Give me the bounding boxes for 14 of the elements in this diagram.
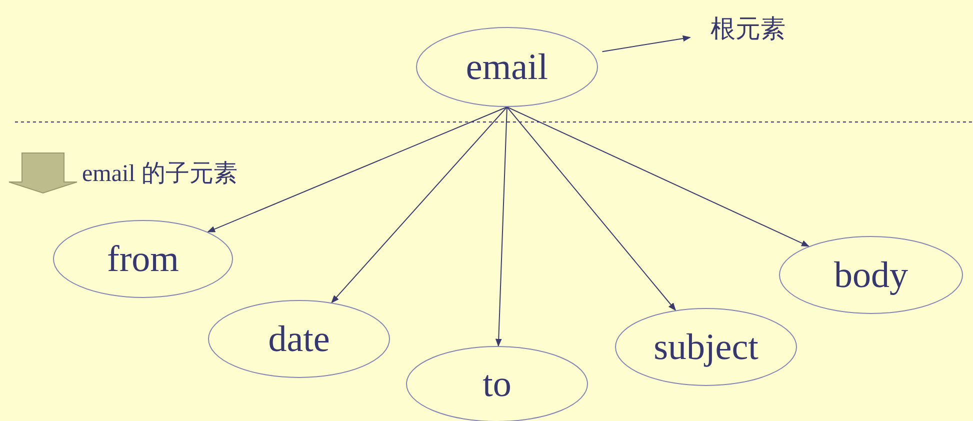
arrow bbox=[207, 106, 508, 232]
arrow bbox=[506, 106, 676, 311]
node-label: body bbox=[834, 254, 908, 296]
arrow bbox=[331, 106, 508, 304]
node-label: email bbox=[466, 46, 548, 88]
node-label: date bbox=[268, 318, 330, 360]
node-label: to bbox=[482, 362, 512, 406]
arrow bbox=[506, 106, 810, 247]
annotation-text: 根元素 bbox=[710, 12, 786, 44]
arrow bbox=[495, 106, 508, 347]
node-label: subject bbox=[654, 326, 758, 368]
note-text: email 的子元素 bbox=[82, 160, 238, 189]
node-label: from bbox=[107, 238, 179, 280]
arrow bbox=[602, 35, 691, 52]
